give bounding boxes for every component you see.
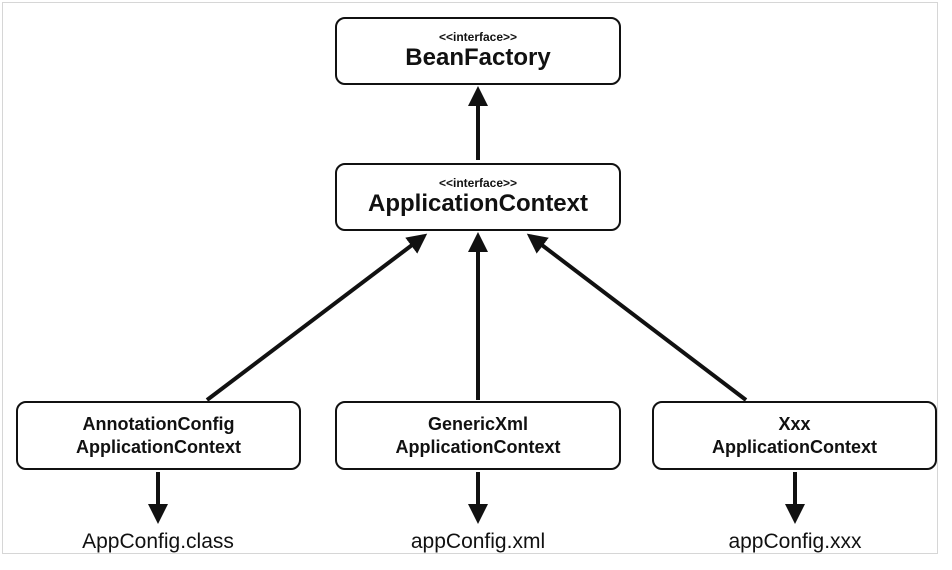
impl-name-line2: ApplicationContext [76, 436, 241, 457]
config-file-appconfig-xxx: appConfig.xxx [728, 530, 862, 553]
impl-name-line1: Xxx [778, 413, 811, 434]
impl-name-line1: AnnotationConfig [82, 413, 235, 434]
applicationcontext-stereotype: <<interface>> [438, 176, 518, 190]
impl-name-line1: GenericXml [427, 413, 529, 434]
impl-name-line2: ApplicationContext [395, 436, 561, 457]
impl-name-line2: ApplicationContext [712, 436, 877, 457]
annotationconfig-applicationcontext-box: AnnotationConfig ApplicationContext [16, 401, 301, 470]
beanfactory-interface-box: <<interface>> BeanFactory [335, 17, 621, 85]
edge-annotationconfig-to-applicationcontext [205, 233, 428, 402]
beanfactory-name: BeanFactory [405, 44, 551, 71]
beanfactory-stereotype: <<interface>> [438, 30, 518, 44]
applicationcontext-name: ApplicationContext [368, 190, 588, 217]
edge-xxx-to-applicationcontext [526, 233, 748, 402]
applicationcontext-interface-box: <<interface>> ApplicationContext [335, 163, 621, 231]
config-file-appconfig-xml: appConfig.xml [410, 530, 546, 553]
xxx-applicationcontext-box: Xxx ApplicationContext [652, 401, 937, 470]
genericxml-applicationcontext-box: GenericXml ApplicationContext [335, 401, 621, 470]
diagram-frame [2, 2, 938, 554]
config-file-appconfig-class: AppConfig.class [82, 530, 234, 553]
